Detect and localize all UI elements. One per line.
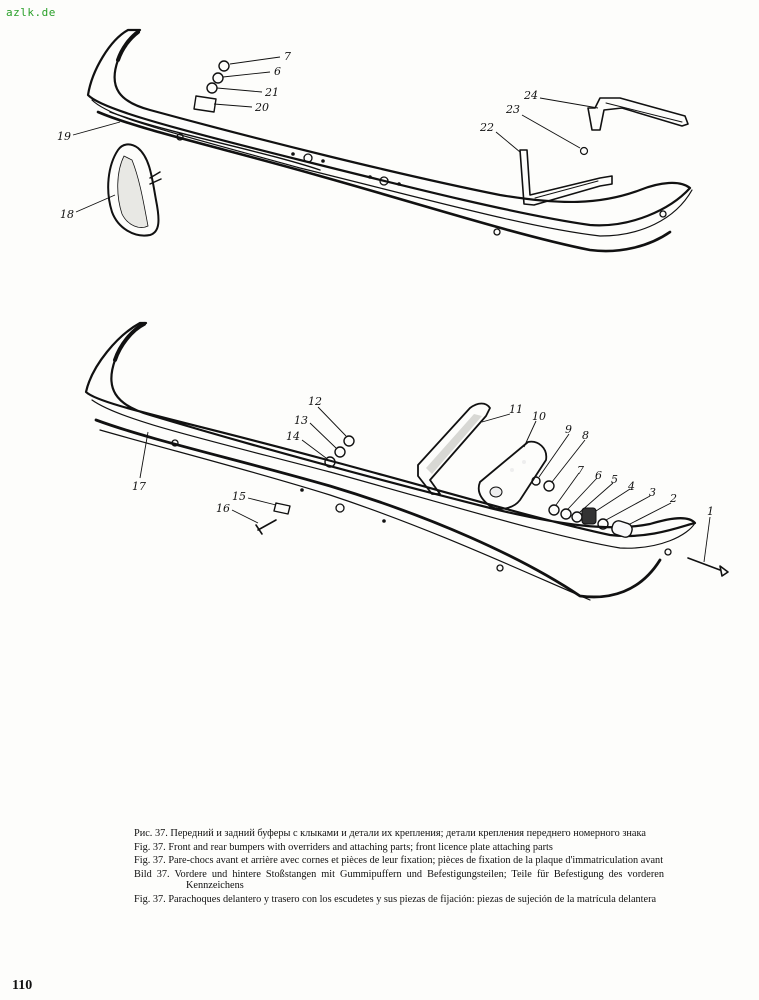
bumper-brackets-upper [519,97,689,206]
bumper-exploded-diagram: 7 6 21 20 19 18 22 23 24 12 13 14 15 16 … [57,28,729,601]
caption-french: Fig. 37. Pare-chocs avant et arrière ave… [134,855,664,867]
callout-23: 23 [505,103,520,116]
callout-7-lower: 7 [577,464,584,477]
callout-12: 12 [308,395,322,408]
licence-plate-hardware-upper [193,60,230,113]
callout-6-upper: 6 [274,65,281,78]
licence-plate-bracket [417,402,548,510]
callout-15: 15 [232,490,246,503]
callout-17: 17 [132,480,146,493]
callout-24: 24 [523,89,538,102]
callout-8: 8 [582,429,589,442]
lower-bumper [84,321,697,601]
callout-7-upper: 7 [284,50,291,63]
upper-bumper [86,28,693,253]
caption-german: Bild 37. Vordere und hintere Stoßstangen… [134,868,664,892]
callout-11: 11 [509,403,523,416]
callout-18: 18 [60,208,74,221]
callout-20: 20 [254,101,269,114]
callout-16: 16 [216,502,230,515]
caption-spanish: Fig. 37. Parachoques delantero y trasero… [134,893,657,905]
figure-caption: Рис. 37. Передний и задний буферы с клык… [134,828,664,908]
callout-labels: 7 6 21 20 19 18 22 23 24 12 13 14 15 16 … [57,50,714,563]
callout-21: 21 [264,86,279,99]
callout-19: 19 [57,130,71,143]
callout-4: 4 [627,480,635,493]
overrider [107,143,162,237]
caption-russian: Рис. 37. Передний и задний буферы с клык… [134,828,646,839]
callout-14: 14 [286,430,300,443]
callout-9: 9 [565,423,572,436]
callout-13: 13 [294,414,308,427]
page-number: 110 [12,978,33,993]
callout-5: 5 [611,473,618,486]
caption-english: Fig. 37. Front and rear bumpers with ove… [134,841,553,853]
attaching-hardware-lower [255,435,729,577]
callout-1: 1 [707,505,714,518]
callout-10: 10 [532,410,546,423]
callout-2: 2 [669,492,677,505]
callout-6-lower: 6 [595,469,602,482]
callout-3: 3 [649,486,656,499]
callout-22: 22 [479,121,494,134]
watermark-text: azlk.de [6,6,56,19]
